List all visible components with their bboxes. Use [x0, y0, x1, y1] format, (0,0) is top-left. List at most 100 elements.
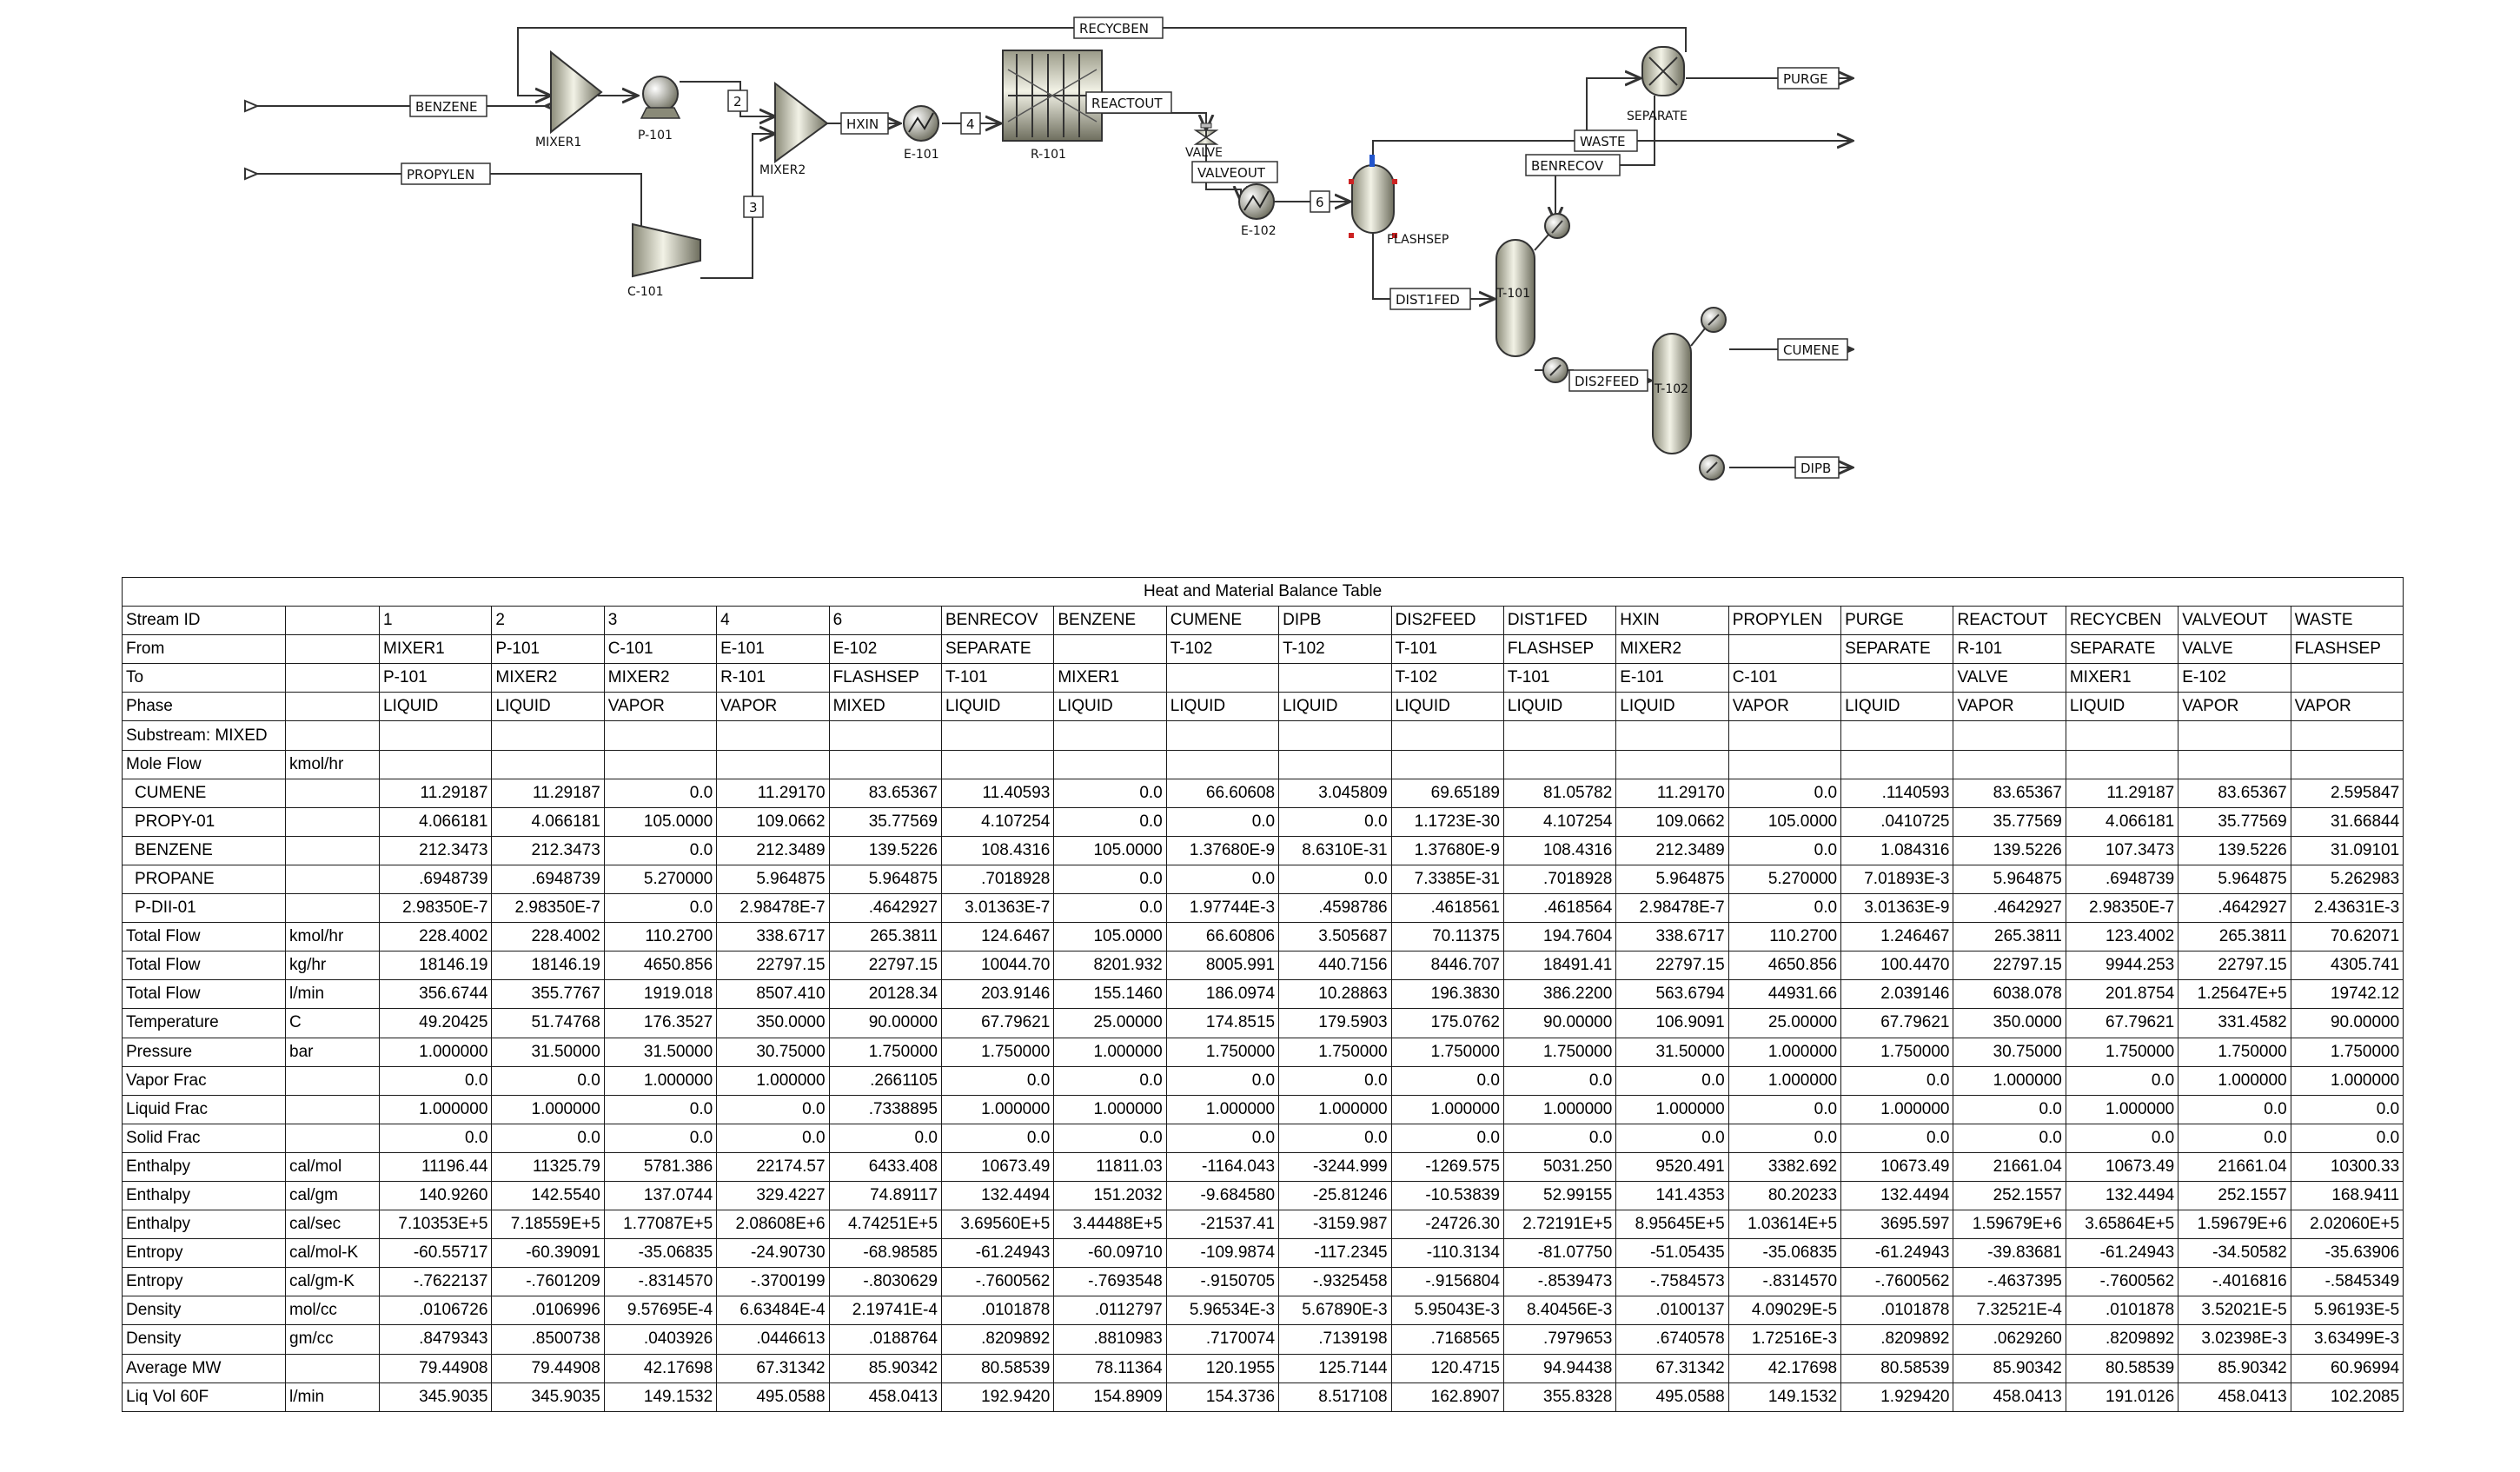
- c101-compressor[interactable]: [632, 222, 701, 278]
- table-cell: 0.0: [1390, 1065, 1504, 1096]
- table-cell: 495.0588: [716, 1382, 830, 1412]
- table-cell: [1390, 720, 1504, 751]
- mixer2-block[interactable]: [774, 81, 829, 163]
- table-cell: 201.8754: [2065, 979, 2179, 1010]
- table-cell: T-102: [1278, 634, 1392, 665]
- table-cell: 9.57695E-4: [603, 1296, 718, 1326]
- table-cell: 35.77569: [828, 806, 942, 837]
- table-cell: 1.750000: [2178, 1037, 2291, 1067]
- table-cell: 8507.410: [716, 979, 830, 1010]
- row-unit: [285, 1065, 380, 1096]
- valve-block[interactable]: [1193, 123, 1219, 145]
- table-cell: 1.97744E-3: [1165, 893, 1280, 924]
- separate-block[interactable]: [1641, 46, 1685, 96]
- table-cell: 80.58539: [1840, 1353, 1954, 1383]
- table-cell: VAPOR: [603, 692, 718, 722]
- table-cell: 20128.34: [828, 979, 942, 1010]
- table-cell: [1953, 720, 2066, 751]
- table-cell: [2065, 720, 2179, 751]
- table-cell: 1.750000: [1502, 1037, 1617, 1067]
- table-cell: WASTE: [2290, 606, 2404, 636]
- table-cell: -.4016816: [2178, 1267, 2291, 1297]
- table-cell: 31.66844: [2290, 806, 2404, 837]
- row-label: Liq Vol 60F: [122, 1382, 286, 1412]
- table-cell: 11.29170: [1615, 778, 1729, 808]
- table-cell: .8209892: [2065, 1324, 2179, 1355]
- table-cell: [1953, 749, 2066, 779]
- table-cell: 186.0974: [1165, 979, 1280, 1010]
- table-cell: [940, 720, 1055, 751]
- table-cell: 67.79621: [2065, 1008, 2179, 1038]
- table-cell: 79.44908: [378, 1353, 493, 1383]
- row-unit: [285, 864, 380, 895]
- table-cell: -39.83681: [1953, 1238, 2066, 1269]
- table-cell: 85.90342: [1953, 1353, 2066, 1383]
- table-cell: -.7693548: [1053, 1267, 1167, 1297]
- table-cell: [2065, 749, 2179, 779]
- table-cell: 0.0: [1615, 1123, 1729, 1153]
- table-cell: 5.67890E-3: [1278, 1296, 1392, 1326]
- table-cell: C-101: [603, 634, 718, 665]
- table-cell: 79.44908: [491, 1353, 605, 1383]
- table-cell: -34.50582: [2178, 1238, 2291, 1269]
- table-cell: 1.750000: [2290, 1037, 2404, 1067]
- table-cell: -.4637395: [1953, 1267, 2066, 1297]
- table-cell: 60.96994: [2290, 1353, 2404, 1383]
- table-cell: 265.3811: [2178, 922, 2291, 952]
- table-cell: 149.1532: [603, 1382, 718, 1412]
- table-cell: FLASHSEP: [2290, 634, 2404, 665]
- table-cell: 11811.03: [1053, 1151, 1167, 1182]
- row-label: Total Flow: [122, 922, 286, 952]
- table-cell: [1840, 749, 1954, 779]
- row-label: Stream ID: [122, 606, 286, 636]
- table-cell: [603, 749, 718, 779]
- table-cell: .0101878: [940, 1296, 1055, 1326]
- table-cell: 0.0: [2178, 1123, 2291, 1153]
- table-cell: 123.4002: [2065, 922, 2179, 952]
- mixer1-block[interactable]: [550, 50, 603, 135]
- table-cell: 1.246467: [1840, 922, 1954, 952]
- stream-valveout-label: VALVEOUT: [1197, 165, 1266, 181]
- table-cell: 0.0: [603, 893, 718, 924]
- table-cell: 175.0762: [1390, 1008, 1504, 1038]
- table-cell: 69.65189: [1390, 778, 1504, 808]
- table-cell: .4618561: [1390, 893, 1504, 924]
- table-cell: 85.90342: [2178, 1353, 2291, 1383]
- table-cell: -109.9874: [1165, 1238, 1280, 1269]
- table-cell: E-101: [1615, 663, 1729, 693]
- table-cell: 1.25647E+5: [2178, 979, 2291, 1010]
- table-cell: 11325.79: [491, 1151, 605, 1182]
- table-cell: 11196.44: [378, 1151, 493, 1182]
- table-cell: 120.4715: [1390, 1353, 1504, 1383]
- e101-heater[interactable]: [903, 105, 939, 142]
- flashsep-vessel[interactable]: [1349, 155, 1397, 238]
- p101-pump[interactable]: [640, 76, 681, 119]
- row-unit: [285, 806, 380, 837]
- table-cell: 355.7767: [491, 979, 605, 1010]
- table-cell: 139.5226: [2178, 835, 2291, 865]
- e102-cooler[interactable]: [1238, 183, 1275, 220]
- table-cell: -.7584573: [1615, 1267, 1729, 1297]
- table-cell: 386.2200: [1502, 979, 1617, 1010]
- table-cell: 4: [716, 606, 830, 636]
- table-cell: 329.4227: [716, 1180, 830, 1211]
- table-cell: 30.75000: [1953, 1037, 2066, 1067]
- table-cell: 4.107254: [1502, 806, 1617, 837]
- row-unit: cal/mol: [285, 1151, 380, 1182]
- table-cell: 458.0413: [1953, 1382, 2066, 1412]
- row-label: Solid Frac: [122, 1123, 286, 1153]
- heat-material-balance-table: Heat and Material Balance Table Stream I…: [121, 576, 2404, 1412]
- table-cell: 3.045809: [1278, 778, 1392, 808]
- table-cell: 0.0: [378, 1065, 493, 1096]
- table-cell: 3.01363E-7: [940, 893, 1055, 924]
- t101-column[interactable]: [1495, 213, 1570, 383]
- stream-propylen-label: PROPYLEN: [407, 167, 474, 182]
- t102-column[interactable]: [1652, 307, 1727, 481]
- table-cell: 108.4316: [940, 835, 1055, 865]
- table-cell: 31.50000: [603, 1037, 718, 1067]
